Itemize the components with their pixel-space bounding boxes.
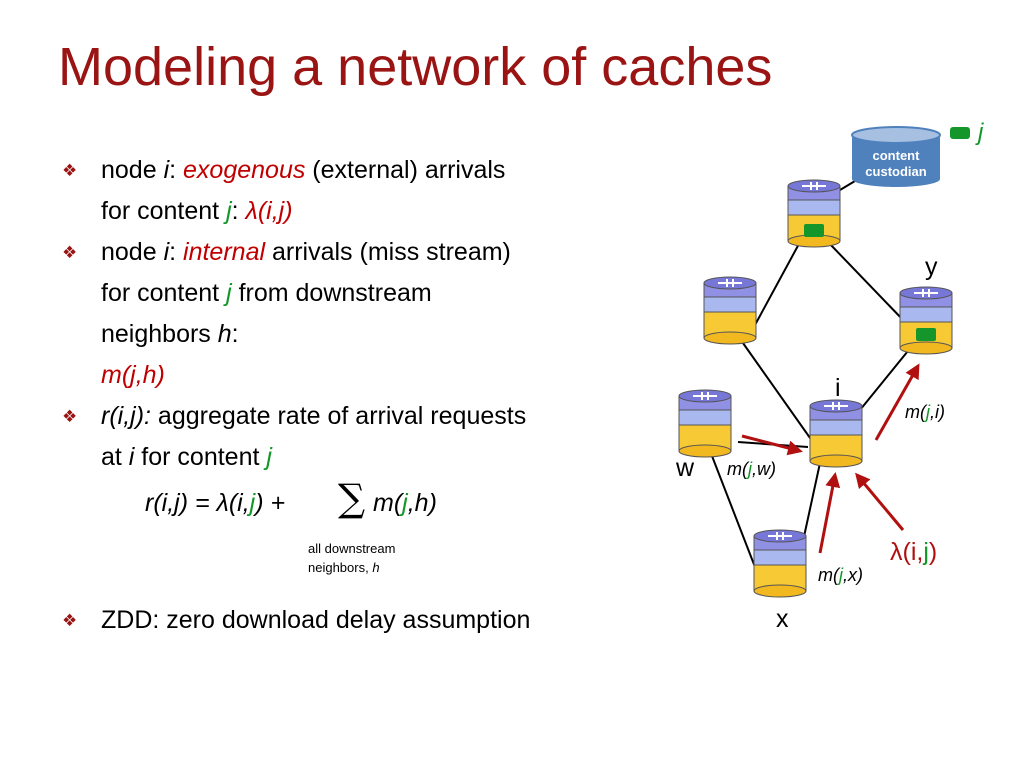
- node-label-x: x: [776, 605, 789, 633]
- summation-subscript: all downstream neighbors, h: [308, 541, 396, 575]
- bullet-internal: ❖ node i: internal arrivals (miss stream…: [62, 232, 532, 396]
- arrow-mjx: [818, 472, 841, 554]
- page-title: Modeling a network of caches: [58, 37, 773, 97]
- cache-node-x: [753, 529, 807, 598]
- miss-stream-arrows: [741, 363, 920, 554]
- cache-node-top: [787, 179, 841, 248]
- summation-symbol: ∑: [338, 476, 366, 520]
- bullet-list: ❖ node i: exogenous (external) arrivals …: [62, 150, 532, 478]
- diamond-bullet-icon: ❖: [62, 611, 78, 630]
- node-label-w: w: [675, 454, 695, 482]
- cache-node-y: [899, 286, 953, 355]
- arrow-mjw: [741, 434, 803, 456]
- label-mjx: m(j,x): [818, 565, 863, 585]
- svg-text:custodian: custodian: [865, 164, 926, 179]
- cache-node-w: [678, 389, 732, 458]
- label-mjw: m(j,w): [727, 459, 776, 479]
- diamond-bullet-icon: ❖: [62, 243, 78, 262]
- cache-node-left: [703, 276, 757, 345]
- edge-w-x: [711, 455, 756, 568]
- arrow-lambda: [855, 472, 905, 531]
- label-lambda-ij: λ(i,j): [890, 538, 937, 566]
- bullet-aggregate-rate: ❖ r(i,j): aggregate rate of arrival requ…: [62, 396, 532, 478]
- edge-top-y: [827, 241, 906, 323]
- legend-label-j: j: [975, 119, 984, 146]
- bullet-exogenous: ❖ node i: exogenous (external) arrivals …: [62, 150, 532, 232]
- rate-formula: r(i,j) = λ(i,j) +: [145, 489, 286, 517]
- edge-top-left: [754, 241, 801, 326]
- svg-text:content: content: [873, 148, 921, 163]
- edge-left-i: [737, 335, 816, 446]
- arrow-mji: [874, 363, 920, 441]
- content-j-icon: [804, 224, 824, 237]
- content-j-legend-icon: [950, 127, 970, 139]
- node-label-i: i: [835, 374, 841, 402]
- content-j-icon: [916, 328, 936, 341]
- diamond-bullet-icon: ❖: [62, 161, 78, 180]
- rate-formula-sum-term: m(j,h): [373, 489, 437, 517]
- label-mji: m(j,i): [905, 402, 945, 422]
- edge-y-i: [859, 345, 913, 411]
- cache-node-i: [809, 399, 863, 468]
- diamond-bullet-icon: ❖: [62, 407, 78, 426]
- bullet-zdd: ❖ ZDD: zero download delay assumption: [62, 600, 532, 641]
- node-label-y: y: [925, 253, 938, 281]
- content-custodian: content custodian: [851, 126, 941, 187]
